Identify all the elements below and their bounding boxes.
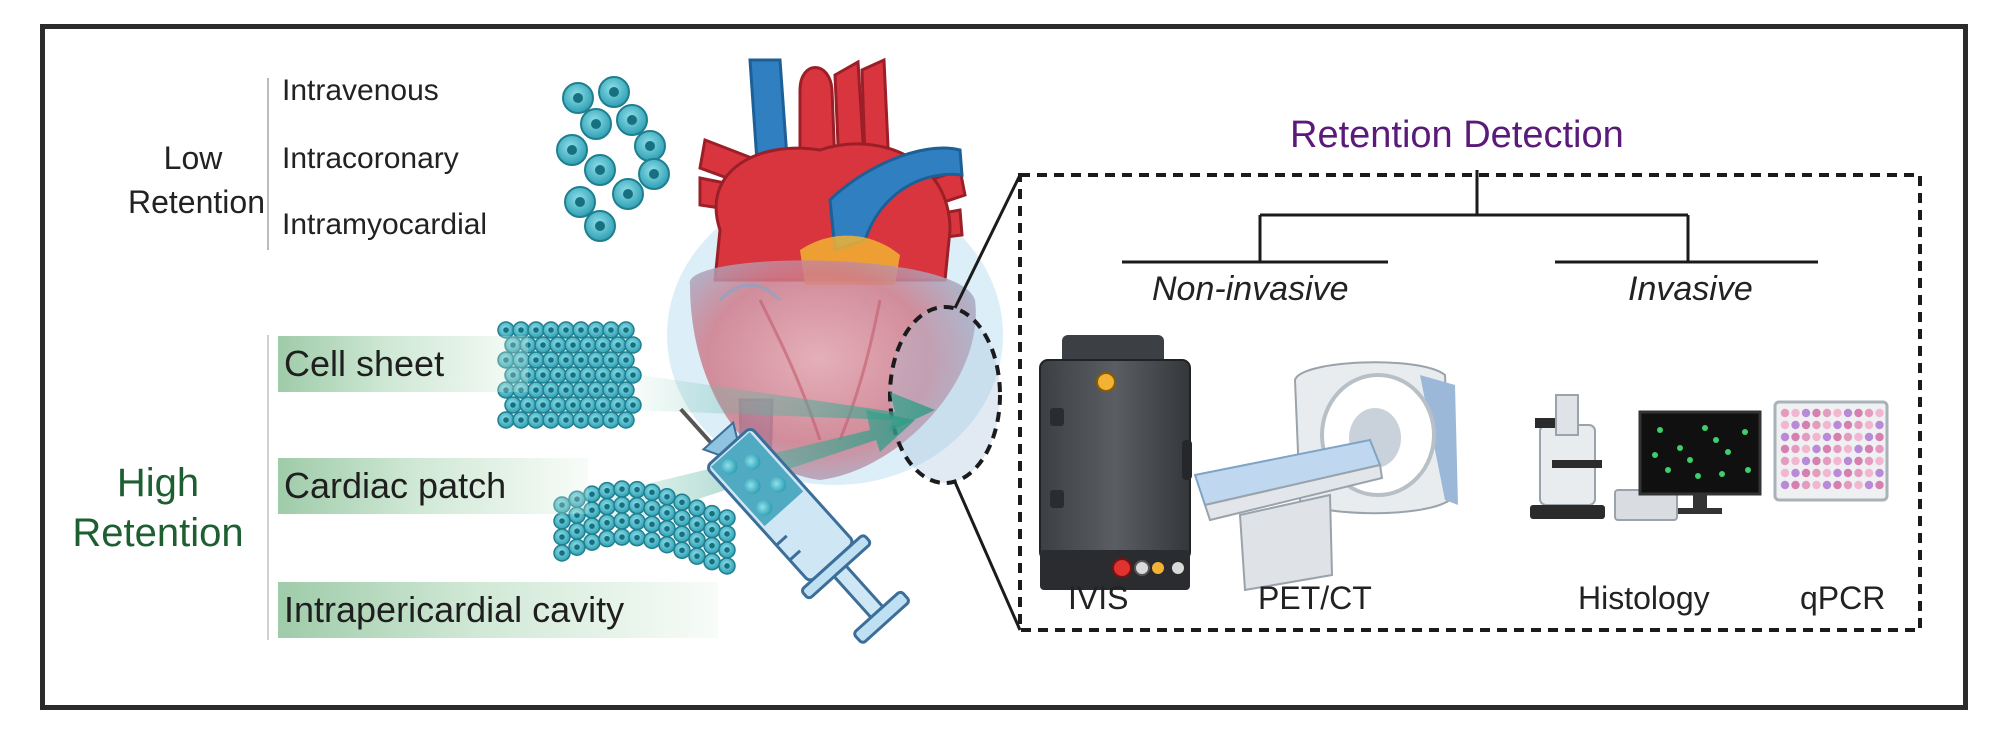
retention-detection-box bbox=[1018, 173, 1922, 632]
method-cardiac-patch: Cardiac patch bbox=[284, 465, 507, 506]
syringe-icon bbox=[679, 407, 910, 644]
zoom-line-bottom bbox=[953, 481, 1022, 631]
zoom-line-top bbox=[953, 174, 1022, 309]
high-retention-title-line2: Retention bbox=[72, 511, 244, 555]
intrapericardial-cavity-band bbox=[278, 582, 718, 638]
cell-cluster-icon bbox=[556, 76, 670, 242]
microscope-icon bbox=[1530, 394, 1762, 521]
pet-ct-scanner-icon bbox=[1193, 361, 1458, 592]
route-intramyocardial: Intramyocardial bbox=[282, 208, 488, 241]
qpcr-plate-icon bbox=[1773, 400, 1889, 502]
detection-tree bbox=[1122, 170, 1818, 264]
invasive-label: Invasive bbox=[1628, 270, 1753, 308]
non-invasive-label: Non-invasive bbox=[1152, 270, 1349, 308]
high-retention-title: High Retention bbox=[58, 458, 258, 558]
low-retention-title-line2: Retention bbox=[128, 184, 265, 220]
cardiac-patch-band bbox=[278, 458, 588, 514]
route-intracoronary: Intracoronary bbox=[282, 142, 459, 175]
method-cell-sheet: Cell sheet bbox=[284, 343, 445, 384]
low-retention-title-line1: Low bbox=[163, 140, 223, 176]
tool-qpcr: qPCR bbox=[1800, 580, 1886, 616]
tool-pet-ct: PET/CT bbox=[1258, 580, 1372, 616]
ivis-imager-icon bbox=[1039, 335, 1192, 590]
retention-detection-title: Retention Detection bbox=[1290, 114, 1624, 156]
tool-histology: Histology bbox=[1578, 580, 1710, 616]
cell-sheet-icon bbox=[497, 321, 642, 429]
low-retention-title: Low Retention bbox=[128, 136, 265, 224]
high-retention-title-line1: High bbox=[116, 461, 200, 505]
cell-sheet-band bbox=[278, 336, 528, 392]
zoom-region-ellipse bbox=[888, 305, 1002, 485]
tool-ivis: IVIS bbox=[1068, 580, 1129, 616]
cell-sheet-arrow bbox=[630, 375, 935, 432]
route-intravenous: Intravenous bbox=[282, 74, 439, 107]
method-intrapericardial-cavity: Intrapericardial cavity bbox=[284, 589, 625, 630]
